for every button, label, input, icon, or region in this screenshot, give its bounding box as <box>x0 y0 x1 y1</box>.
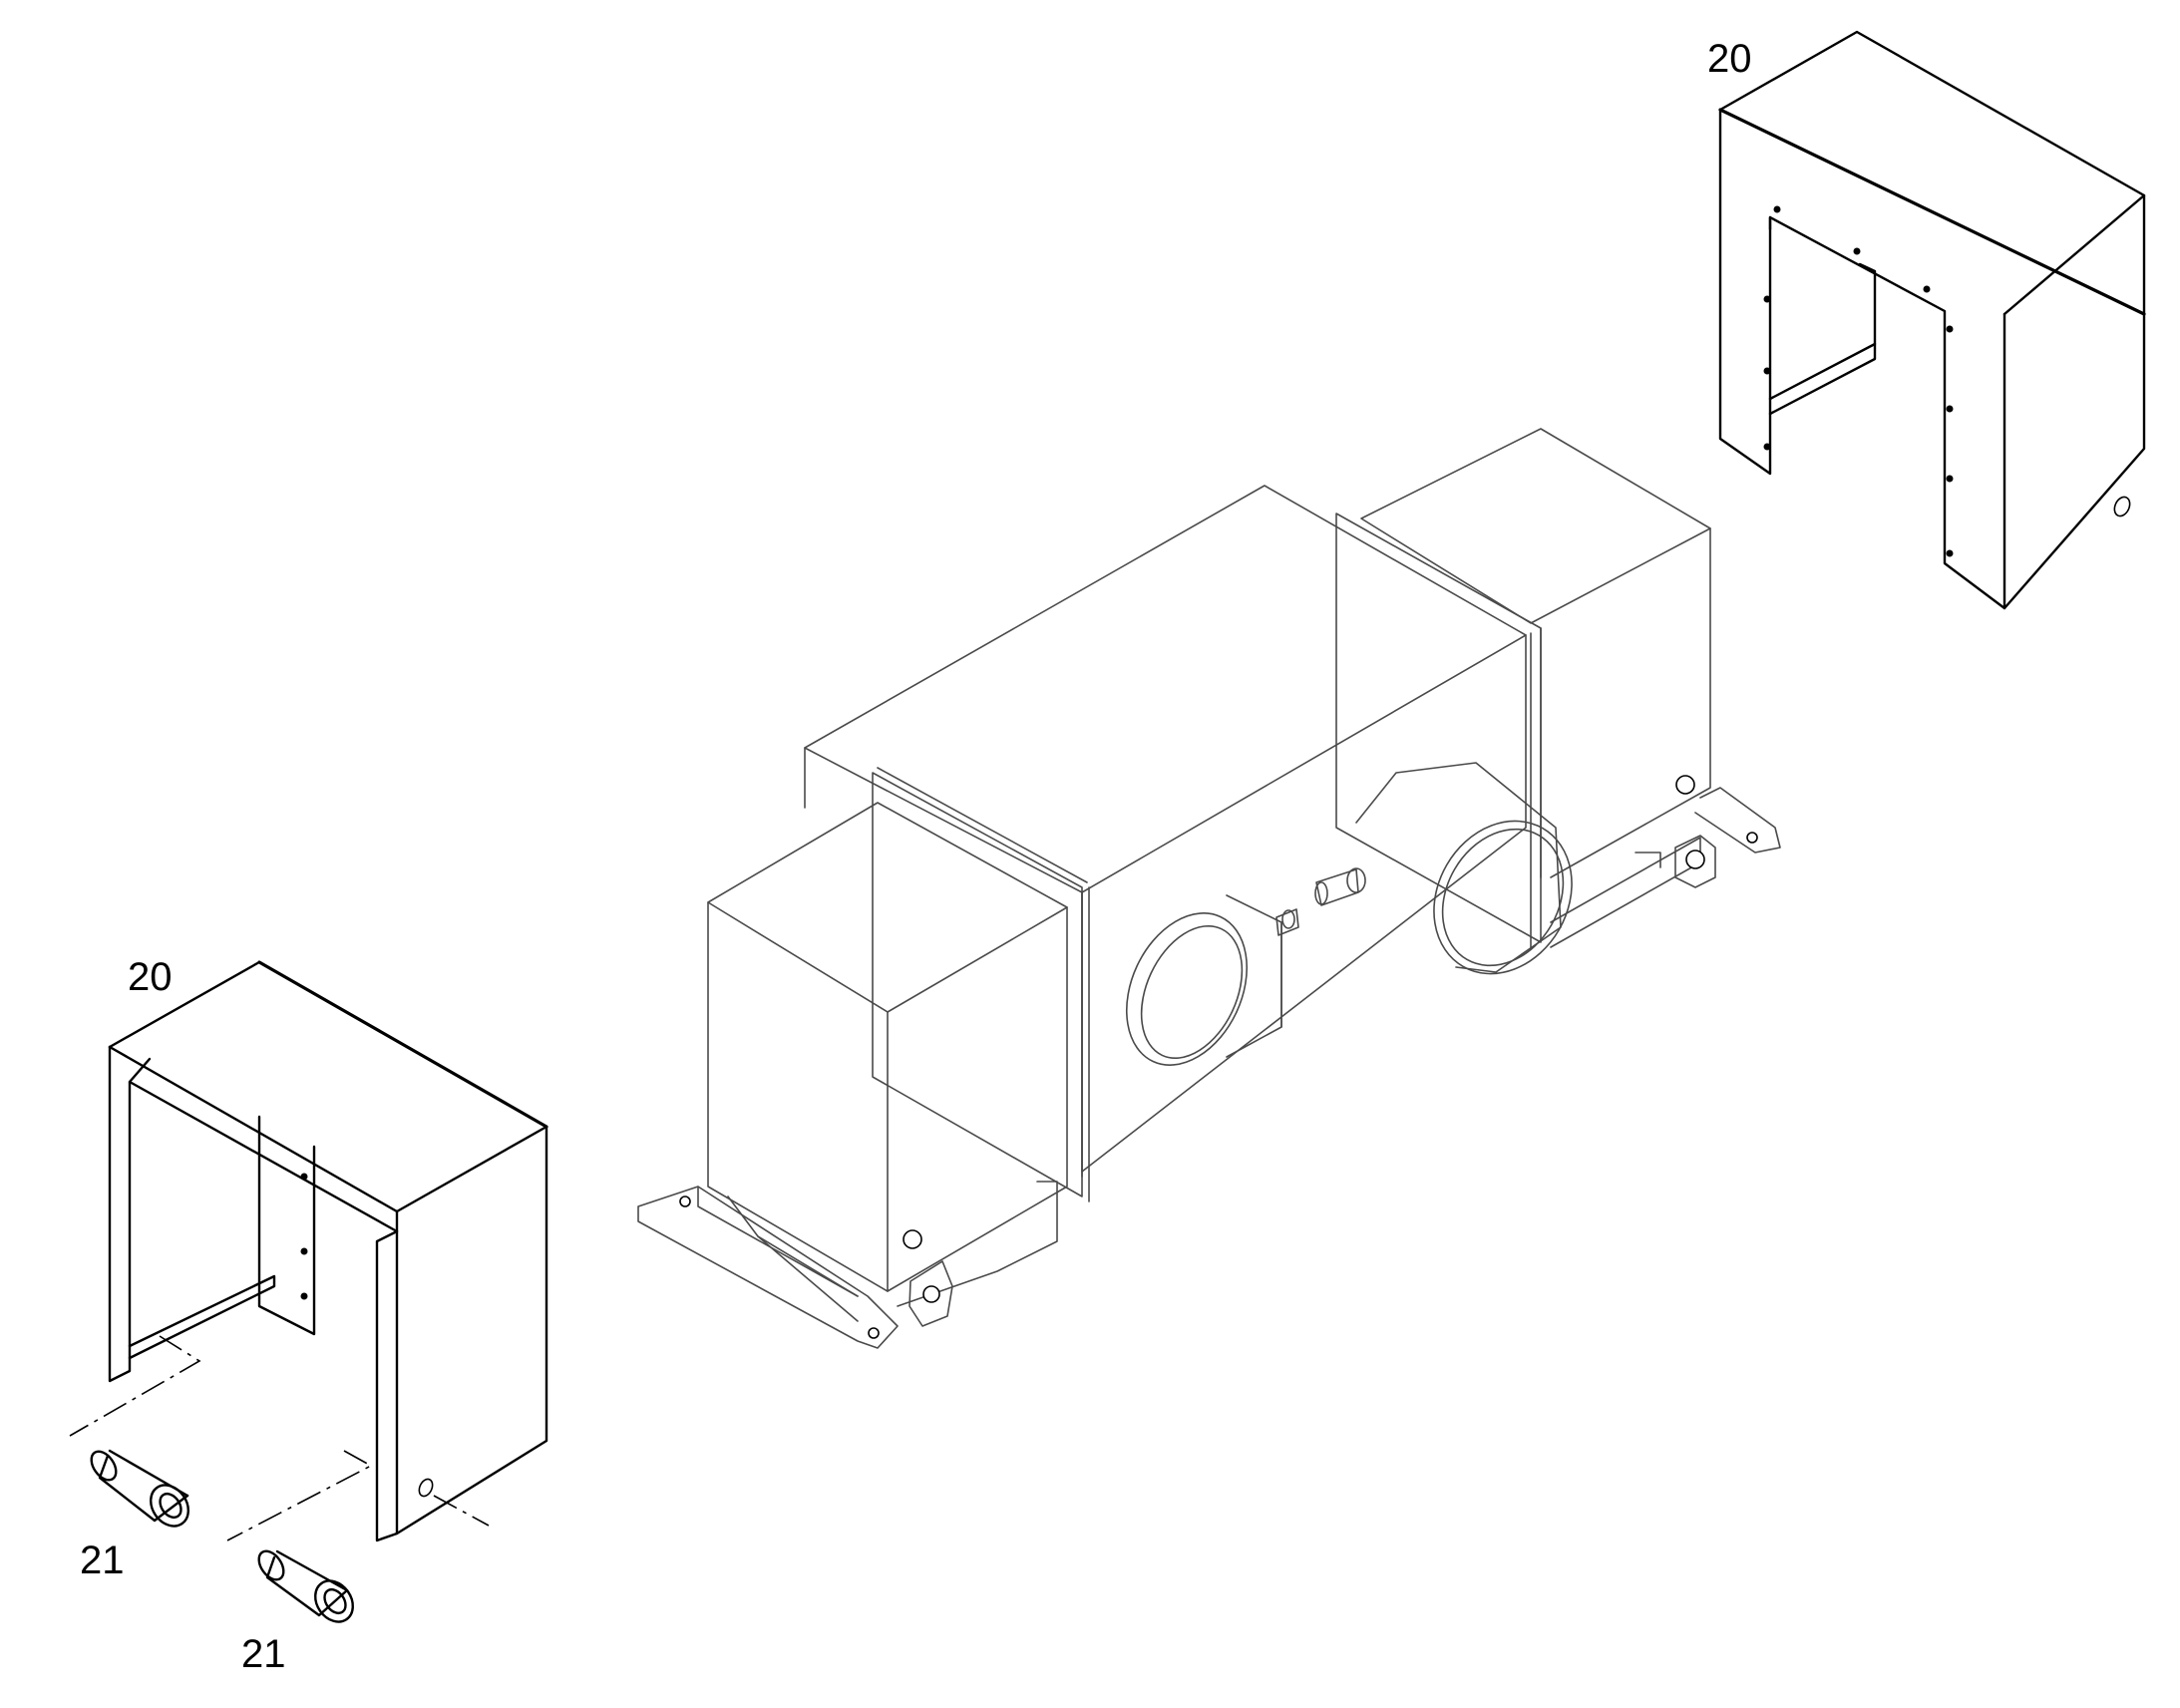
center-flange-right <box>1335 512 1542 948</box>
center-flange-left <box>872 767 1090 1202</box>
pipe-stub-center <box>1314 867 1366 906</box>
assembly-leader-lines <box>69 1335 373 1541</box>
left-mounting-rail <box>637 1181 1058 1349</box>
right-end-box <box>1360 428 1711 878</box>
callout-20-top-right: 20 <box>1707 37 1752 81</box>
right-mounting-rail <box>1550 787 1781 948</box>
pipe-stub-left <box>1275 908 1299 936</box>
duct-collar-large <box>1355 762 1573 975</box>
end-cover-top-right <box>1718 30 2146 610</box>
left-end-box <box>707 802 1068 1292</box>
callout-21-a: 21 <box>80 1538 125 1582</box>
end-cover-left <box>108 960 548 1542</box>
main-unit-assembly <box>637 428 1781 1349</box>
sleeve-21-a <box>90 1449 189 1528</box>
left-flange-plate <box>908 1260 953 1327</box>
duct-collar-small <box>1125 894 1282 1066</box>
main-housing-body <box>804 485 1527 1178</box>
callout-21-b: 21 <box>241 1632 286 1676</box>
callout-20-left: 20 <box>128 955 173 999</box>
sleeve-21-b <box>257 1549 354 1623</box>
right-flange-plate <box>1674 835 1716 888</box>
